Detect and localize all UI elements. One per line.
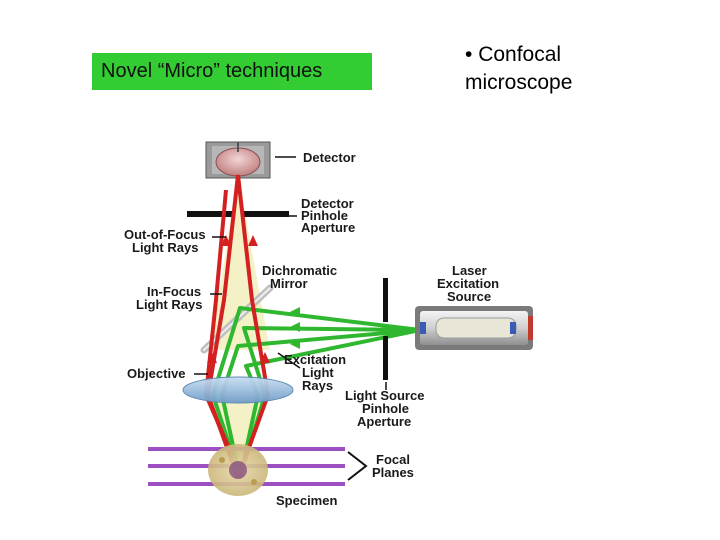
label-excitation-3: Rays: [302, 378, 333, 393]
label-out-of-focus-2: Light Rays: [132, 240, 198, 255]
label-laser-3: Source: [447, 289, 491, 304]
label-laser-2: Excitation: [437, 276, 499, 291]
label-detector-pinhole-2: Pinhole: [301, 208, 348, 223]
label-out-of-focus-1: Out-of-Focus: [124, 227, 206, 242]
label-specimen: Specimen: [276, 493, 337, 508]
label-in-focus-2: Light Rays: [136, 297, 202, 312]
label-ls-pinhole-1: Light Source: [345, 388, 424, 403]
bullet-line-2: microscope: [465, 71, 573, 94]
label-ls-pinhole-3: Aperture: [357, 414, 411, 429]
label-detector: Detector: [303, 150, 356, 165]
emission-rays: [204, 174, 270, 479]
detector-pinhole-aperture: [187, 211, 289, 217]
light-source-pinhole-aperture: [383, 278, 388, 380]
label-dichromatic-2: Mirror: [270, 276, 308, 291]
diagram-labels: Detector Detector Pinhole Aperture Out-o…: [124, 150, 499, 508]
label-detector-pinhole-1: Detector: [301, 196, 354, 211]
leader-lines: [194, 156, 387, 390]
label-detector-pinhole-3: Aperture: [301, 220, 355, 235]
label-laser-1: Laser: [452, 263, 487, 278]
laser-icon: [415, 306, 533, 350]
label-ls-pinhole-2: Pinhole: [362, 401, 409, 416]
slide-tag-label: Novel “Micro” techniques: [101, 60, 323, 82]
label-focal-2: Planes: [372, 465, 414, 480]
label-excitation-2: Light: [302, 365, 334, 380]
focal-bracket: [347, 451, 368, 481]
detector-icon: [205, 141, 271, 179]
label-in-focus-1: In-Focus: [147, 284, 201, 299]
label-excitation-1: Excitation: [284, 352, 346, 367]
bullet-point: • Confocal microscope: [465, 41, 572, 97]
specimen-icon: [208, 444, 268, 496]
objective-lens: [182, 376, 294, 404]
label-focal-1: Focal: [376, 452, 410, 467]
bullet-marker: •: [465, 43, 473, 66]
label-dichromatic-1: Dichromatic: [262, 263, 337, 278]
bullet-line-1: Confocal: [478, 43, 562, 66]
label-objective: Objective: [127, 366, 186, 381]
slide-tag: Novel “Micro” techniques: [92, 53, 372, 90]
